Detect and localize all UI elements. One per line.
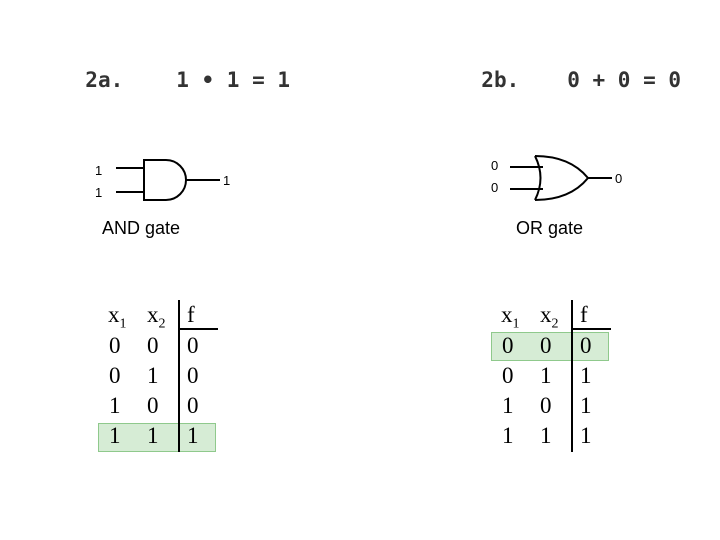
right-heading-equation: 0 + 0 = 0 (567, 68, 682, 92)
header-x2: x2 (540, 302, 559, 332)
and-gate (116, 159, 220, 201)
cell: 1 (540, 423, 552, 448)
and-output-value: 1 (223, 173, 231, 188)
or-truth-table: x1 x2 f 0 0 0 0 1 1 1 0 1 1 1 1 (491, 300, 613, 455)
header-x1: x1 (108, 302, 127, 332)
and-highlight-row (98, 423, 216, 452)
left-heading-label: 2a. (85, 68, 124, 92)
cell: 1 (109, 423, 121, 448)
and-gate-body (143, 159, 187, 201)
table-divider-horizontal (571, 328, 611, 330)
cell: 1 (109, 393, 121, 418)
left-heading: 2a. 1 • 1 = 1 (60, 44, 290, 92)
cell: 0 (502, 363, 514, 388)
cell: 1 (540, 363, 552, 388)
cell: 1 (580, 393, 592, 418)
cell: 1 (147, 363, 159, 388)
cell: 0 (109, 333, 121, 358)
or-gate-caption: OR gate (516, 218, 584, 238)
cell: 1 (147, 423, 159, 448)
cell: 0 (502, 333, 514, 358)
cell: 1 (187, 423, 199, 448)
cell: 1 (502, 393, 514, 418)
table-divider-horizontal (178, 328, 218, 330)
cell: 1 (580, 423, 592, 448)
cell: 1 (502, 423, 514, 448)
cell: 0 (147, 333, 159, 358)
cell: 0 (187, 393, 199, 418)
or-output-value: 0 (615, 171, 623, 186)
and-truth-table: x1 x2 f 0 0 0 0 1 0 1 0 0 1 1 1 (98, 300, 220, 455)
cell: 0 (109, 363, 121, 388)
cell: 0 (147, 393, 159, 418)
and-input-2-value: 1 (95, 185, 103, 200)
or-input-1-value: 0 (491, 158, 499, 173)
or-input-2-value: 0 (491, 180, 499, 195)
and-gate-caption: AND gate (102, 218, 181, 238)
or-gate (510, 155, 612, 201)
header-x1: x1 (501, 302, 520, 332)
cell: 1 (580, 363, 592, 388)
cell: 0 (540, 333, 552, 358)
left-heading-equation: 1 • 1 = 1 (176, 68, 291, 92)
or-highlight-row (491, 332, 609, 361)
or-gate-back (534, 155, 542, 201)
cell: 0 (187, 363, 199, 388)
right-heading-label: 2b. (481, 68, 520, 92)
header-f: f (580, 302, 588, 327)
header-x2: x2 (147, 302, 166, 332)
table-divider-vertical (178, 300, 180, 452)
cell: 0 (540, 393, 552, 418)
right-heading: 2b. 0 + 0 = 0 (456, 44, 681, 92)
cell: 0 (580, 333, 592, 358)
or-gate-body (534, 155, 590, 201)
header-f: f (187, 302, 195, 327)
and-input-1-value: 1 (95, 163, 103, 178)
table-divider-vertical (571, 300, 573, 452)
cell: 0 (187, 333, 199, 358)
